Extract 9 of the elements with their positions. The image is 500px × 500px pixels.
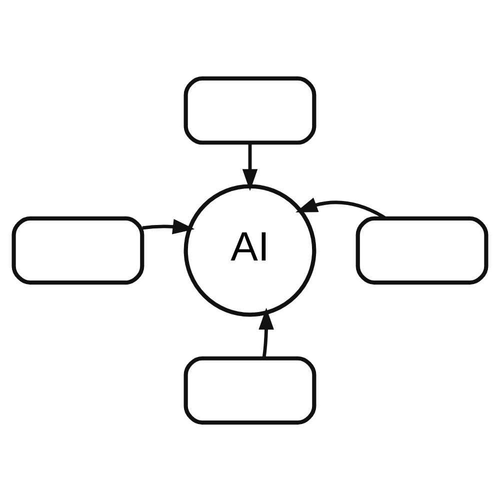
arrow [242, 142, 258, 191]
node-box [184, 76, 316, 144]
node-box [356, 216, 488, 284]
node-circle: AI [184, 184, 316, 316]
node-box [12, 216, 144, 284]
arrow [258, 307, 274, 358]
arrow [296, 197, 386, 220]
arrow [142, 218, 195, 234]
node-box [184, 356, 316, 424]
